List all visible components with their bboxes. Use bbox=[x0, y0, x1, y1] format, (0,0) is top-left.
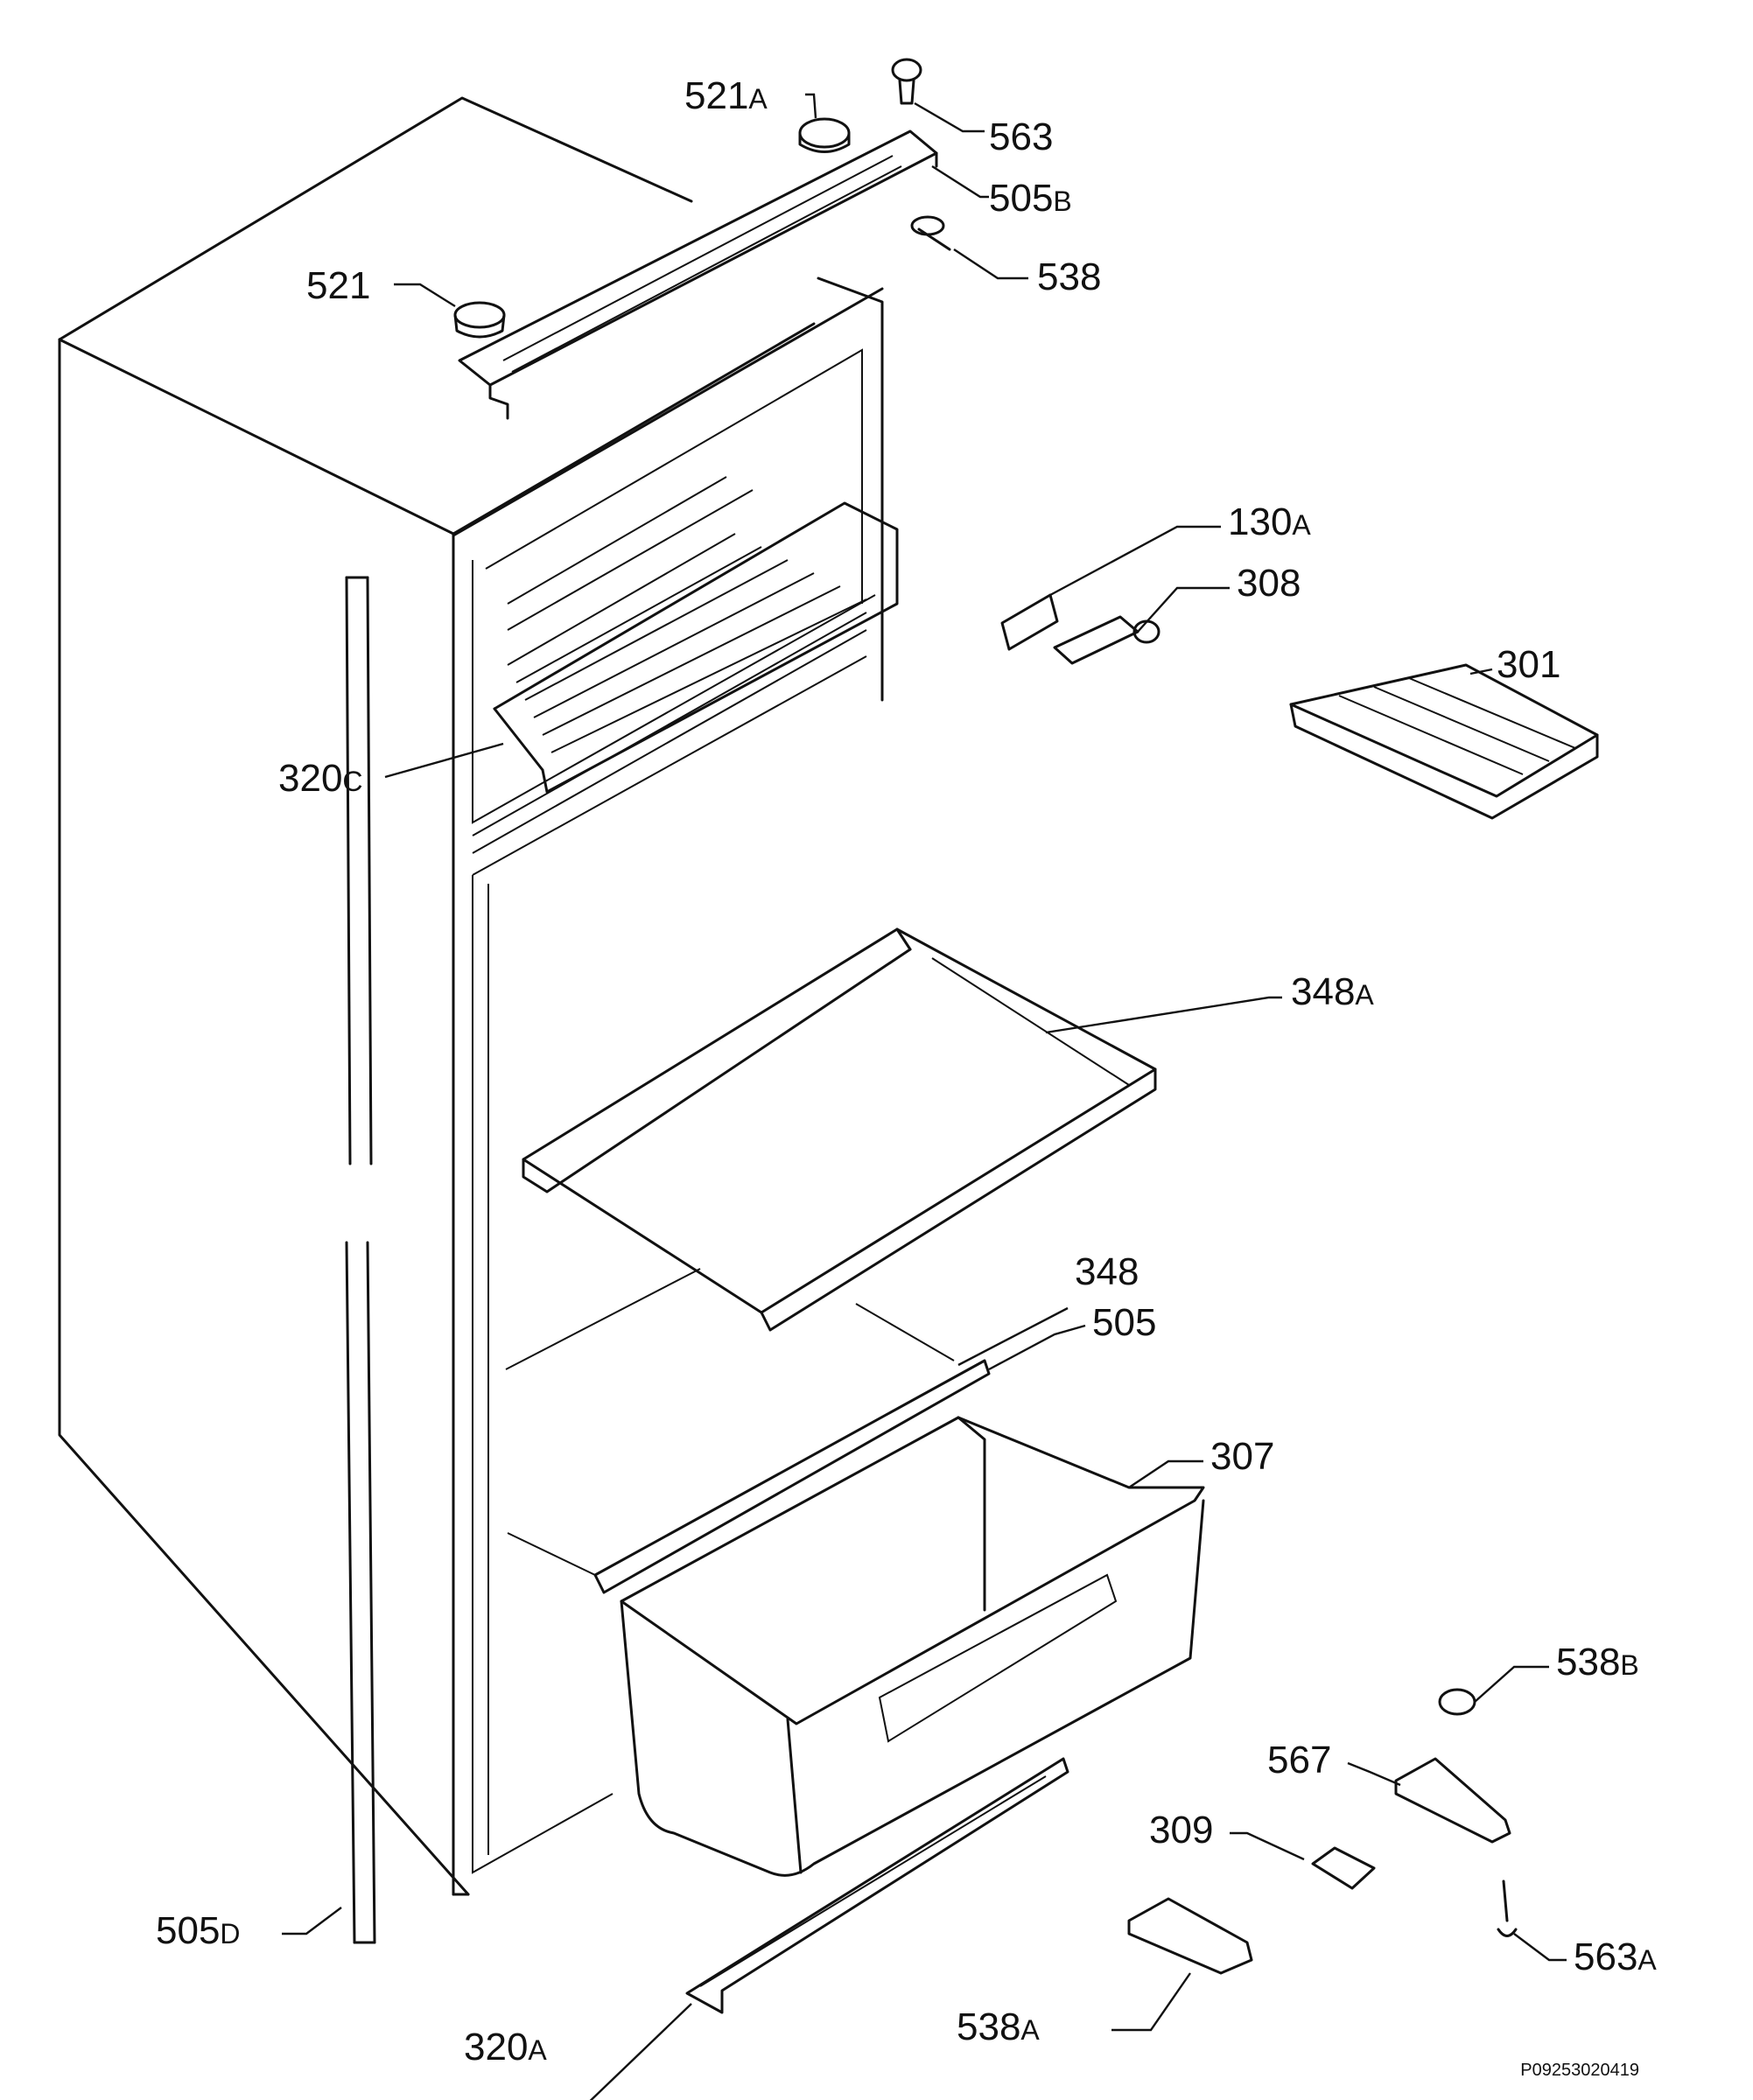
label-309: 309 bbox=[1149, 1809, 1214, 1852]
label-538: 538 bbox=[1037, 256, 1102, 298]
label-301: 301 bbox=[1497, 643, 1561, 686]
bottom-hinge-parts bbox=[1127, 1688, 1518, 1975]
ventilation-grille bbox=[685, 1757, 1069, 2014]
glass-shelf-lower bbox=[505, 1268, 991, 1594]
ice-tray bbox=[1289, 663, 1599, 820]
label-521: 521 bbox=[306, 264, 371, 307]
label-348: 348 bbox=[1075, 1250, 1139, 1293]
hinge-parts bbox=[1000, 593, 1160, 665]
leader-lines bbox=[282, 93, 1567, 2100]
label-320c: 320C bbox=[278, 757, 363, 800]
cabinet-body bbox=[58, 96, 884, 1896]
label-320a: 320A bbox=[464, 2026, 547, 2068]
label-521a: 521A bbox=[684, 74, 768, 117]
top-hinge-parts bbox=[453, 58, 951, 339]
label-308: 308 bbox=[1237, 562, 1301, 605]
label-563a: 563A bbox=[1574, 1936, 1657, 1978]
drawing-code: P09253020419 bbox=[1520, 2061, 1639, 2080]
label-505d: 505D bbox=[156, 1909, 241, 1952]
label-307: 307 bbox=[1210, 1435, 1275, 1478]
label-348a: 348A bbox=[1291, 970, 1374, 1013]
label-505b: 505B bbox=[989, 177, 1072, 220]
label-505: 505 bbox=[1092, 1301, 1157, 1344]
freezer-wire-shelf bbox=[493, 476, 899, 794]
door-gasket bbox=[345, 576, 376, 1944]
crisper-drawer bbox=[620, 1416, 1205, 1877]
label-538b: 538B bbox=[1556, 1641, 1639, 1684]
label-563: 563 bbox=[989, 116, 1054, 158]
label-538a: 538A bbox=[957, 2006, 1040, 2048]
label-567: 567 bbox=[1267, 1739, 1332, 1782]
glass-shelf-upper bbox=[522, 928, 1157, 1332]
top-hinge-rail bbox=[458, 130, 938, 420]
label-130a: 130A bbox=[1228, 500, 1311, 543]
